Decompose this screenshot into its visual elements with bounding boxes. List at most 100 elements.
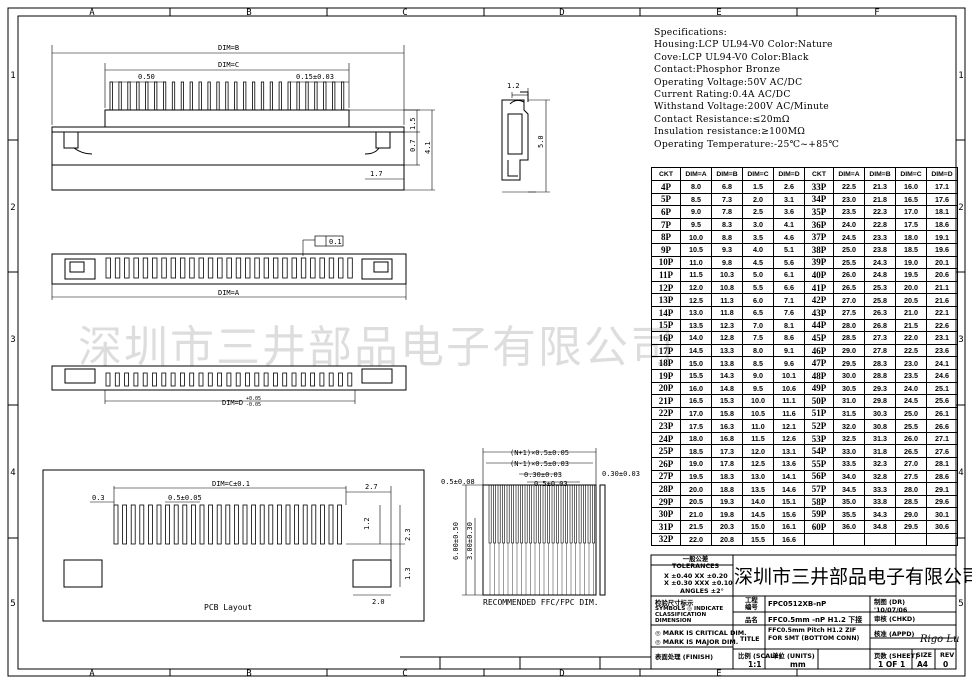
front-pin — [162, 81, 167, 111]
pcb-layout-title: PCB Layout — [204, 603, 252, 612]
table-cell: 21.1 — [926, 280, 958, 295]
table-cell: 28.0 — [833, 318, 865, 333]
top-pin — [300, 257, 307, 279]
table-cell: 28.1 — [926, 457, 958, 471]
top-pin — [124, 257, 130, 279]
front-view-labels: DIM=B DIM=C 0.50 0.15±0.03 1.7 1.5 0.7 4… — [138, 44, 432, 178]
pcb-pad — [319, 504, 325, 545]
table-cell: 35.5 — [833, 507, 865, 522]
table-cell: 2.0 — [742, 192, 774, 207]
major-label: ◎ MARK IS MAJOR DIM. — [655, 638, 739, 646]
col-label: D — [559, 8, 564, 18]
bottom-pin — [347, 372, 353, 387]
title-block — [400, 554, 957, 670]
table-cell: 28.8 — [864, 368, 896, 383]
ffc-contact — [497, 484, 501, 544]
row-label: 3 — [10, 335, 15, 345]
pcb-pad — [156, 504, 162, 545]
ffc-dim-labels: (N+1)×0.5±0.05 (N-1)×0.5±0.03 0.30±0.03 … — [441, 449, 640, 607]
table-cell: 17.0 — [680, 406, 712, 421]
table-cell: 46P — [804, 343, 834, 358]
bottom-pin — [272, 372, 278, 387]
table-cell: 18.0 — [680, 431, 712, 446]
table-cell: 10.5 — [742, 406, 774, 421]
table-cell: 29.1 — [926, 482, 958, 496]
ffc-contact — [587, 484, 591, 544]
table-cell: 3.5 — [742, 230, 774, 244]
pcb-pad — [113, 504, 119, 545]
table-cell: 34.3 — [864, 507, 896, 522]
table-cell: 25.5 — [833, 255, 865, 270]
front-pin — [314, 81, 318, 111]
table-cell: 24.5 — [895, 394, 927, 408]
table-cell: 12.1 — [773, 419, 805, 433]
front-pin — [269, 81, 274, 111]
row-label: 1 — [958, 71, 963, 81]
bottom-pin — [282, 372, 288, 387]
table-cell: 31.5 — [833, 406, 865, 421]
tol-angles: ANGLES ±2° — [680, 587, 724, 595]
w-1-2-label: 1.2 — [507, 82, 520, 90]
table-cell: 29.5 — [833, 356, 865, 370]
table-cell: 27.6 — [926, 444, 958, 459]
table-cell: 10.1 — [773, 368, 805, 383]
table-cell: 26.8 — [864, 318, 896, 333]
table-cell: 8P — [651, 230, 681, 244]
table-cell: 30.6 — [926, 520, 958, 534]
pcb-pad — [294, 504, 300, 545]
table-cell: 9.3 — [711, 242, 743, 257]
table-cell: 8.3 — [711, 217, 743, 232]
row-label: 2 — [10, 203, 15, 213]
sheet-value: 1 OF 1 — [878, 660, 906, 669]
table-cell: 17.5 — [895, 217, 927, 232]
front-pin — [145, 81, 149, 111]
table-cell: 24P — [651, 431, 681, 446]
bottom-pin — [217, 372, 223, 387]
pcb-pad — [251, 504, 257, 545]
watermark: 深圳市三井部品电子有限公司 — [78, 322, 676, 373]
table-cell: 14.6 — [773, 482, 805, 496]
front-pin — [127, 81, 131, 111]
table-cell: 17P — [651, 343, 681, 358]
front-pin — [332, 81, 336, 111]
col-label: C — [402, 669, 407, 679]
pcb-pitch-label: 0.5±0.05 — [168, 494, 202, 502]
size-label: SIZE — [916, 651, 932, 659]
table-cell: 11.1 — [773, 394, 805, 408]
company-name: 深圳市三井部品电子有限公司 — [734, 566, 972, 588]
table-cell: 58P — [804, 494, 834, 509]
table-cell: 24.1 — [926, 356, 958, 370]
table-cell: 48P — [804, 368, 834, 383]
table-cell: 22.0 — [680, 532, 712, 547]
table-cell: 32.0 — [833, 419, 865, 433]
table-cell: 17.0 — [895, 205, 927, 219]
table-cell: 7.5 — [742, 331, 774, 345]
pin-width-label: 0.15±0.03 — [296, 73, 334, 81]
front-pin — [323, 81, 327, 111]
table-cell: 20.1 — [926, 255, 958, 270]
ffc-contact — [574, 484, 578, 544]
top-pin — [235, 257, 242, 279]
critical-label: ◎ MARK IS CRITICAL DIM. — [655, 629, 747, 637]
table-cell: 20.0 — [895, 280, 927, 295]
ffc-contact — [488, 484, 492, 544]
table-cell: 16.5 — [680, 394, 712, 408]
bottom-pin — [198, 372, 204, 387]
table-cell: 14.5 — [742, 507, 774, 522]
table-cell: 29.0 — [895, 507, 927, 522]
table-cell: 3.0 — [742, 217, 774, 232]
table-cell: 34.8 — [864, 520, 896, 534]
top-view-labels: DIM=A 0.1 — [218, 238, 342, 297]
table-cell: 30.1 — [926, 507, 958, 522]
table-cell: 15.6 — [773, 507, 805, 522]
table-cell: 12P — [651, 280, 681, 295]
